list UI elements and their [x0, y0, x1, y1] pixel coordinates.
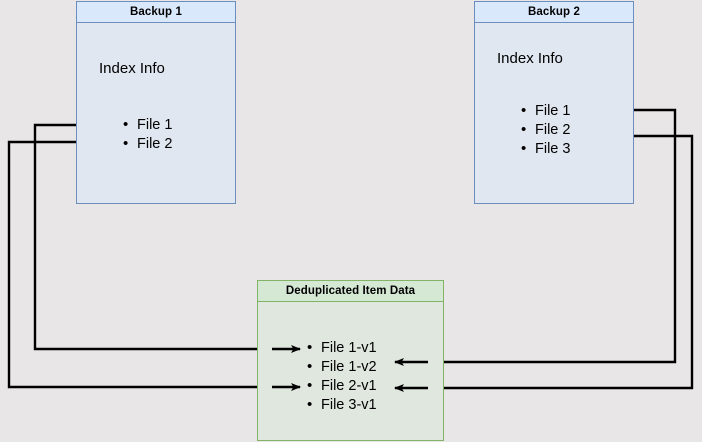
deduplicated-item-list: File 1-v1 File 1-v2 File 2-v1 File 3-v1 — [305, 338, 377, 415]
backup-2-index-info-label: Index Info — [497, 50, 563, 67]
backup-1-title: Backup 1 — [77, 2, 235, 23]
list-item[interactable]: File 2 — [121, 134, 172, 154]
deduplicated-item-data-title: Deduplicated Item Data — [258, 281, 443, 302]
deduplicated-item-data-box[interactable]: Deduplicated Item Data File 1-v1 File 1-… — [257, 280, 444, 441]
connector-backup2-file1-to-file1v2 — [394, 108, 677, 366]
backup-2-title: Backup 2 — [475, 2, 633, 23]
connector-backup1-file2-to-file2v1 — [7, 140, 301, 391]
list-item[interactable]: File 3 — [519, 139, 570, 159]
backup-2-box[interactable]: Backup 2 Index Info File 1 File 2 File 3 — [474, 1, 634, 204]
backup-1-index-info-label: Index Info — [99, 60, 165, 77]
backup-2-file-list: File 1 File 2 File 3 — [519, 101, 570, 159]
connector-backup2-file2-to-file2v1 — [394, 134, 694, 392]
list-item[interactable]: File 1 — [519, 101, 570, 121]
list-item[interactable]: File 2-v1 — [305, 376, 377, 396]
list-item[interactable]: File 1-v2 — [305, 357, 377, 377]
list-item[interactable]: File 3-v1 — [305, 395, 377, 415]
backup-1-box[interactable]: Backup 1 Index Info File 1 File 2 — [76, 1, 236, 204]
list-item[interactable]: File 1 — [121, 115, 172, 135]
list-item[interactable]: File 2 — [519, 120, 570, 140]
backup-1-body — [77, 23, 235, 203]
list-item[interactable]: File 1-v1 — [305, 338, 377, 358]
backup-1-file-list: File 1 File 2 — [121, 115, 172, 154]
